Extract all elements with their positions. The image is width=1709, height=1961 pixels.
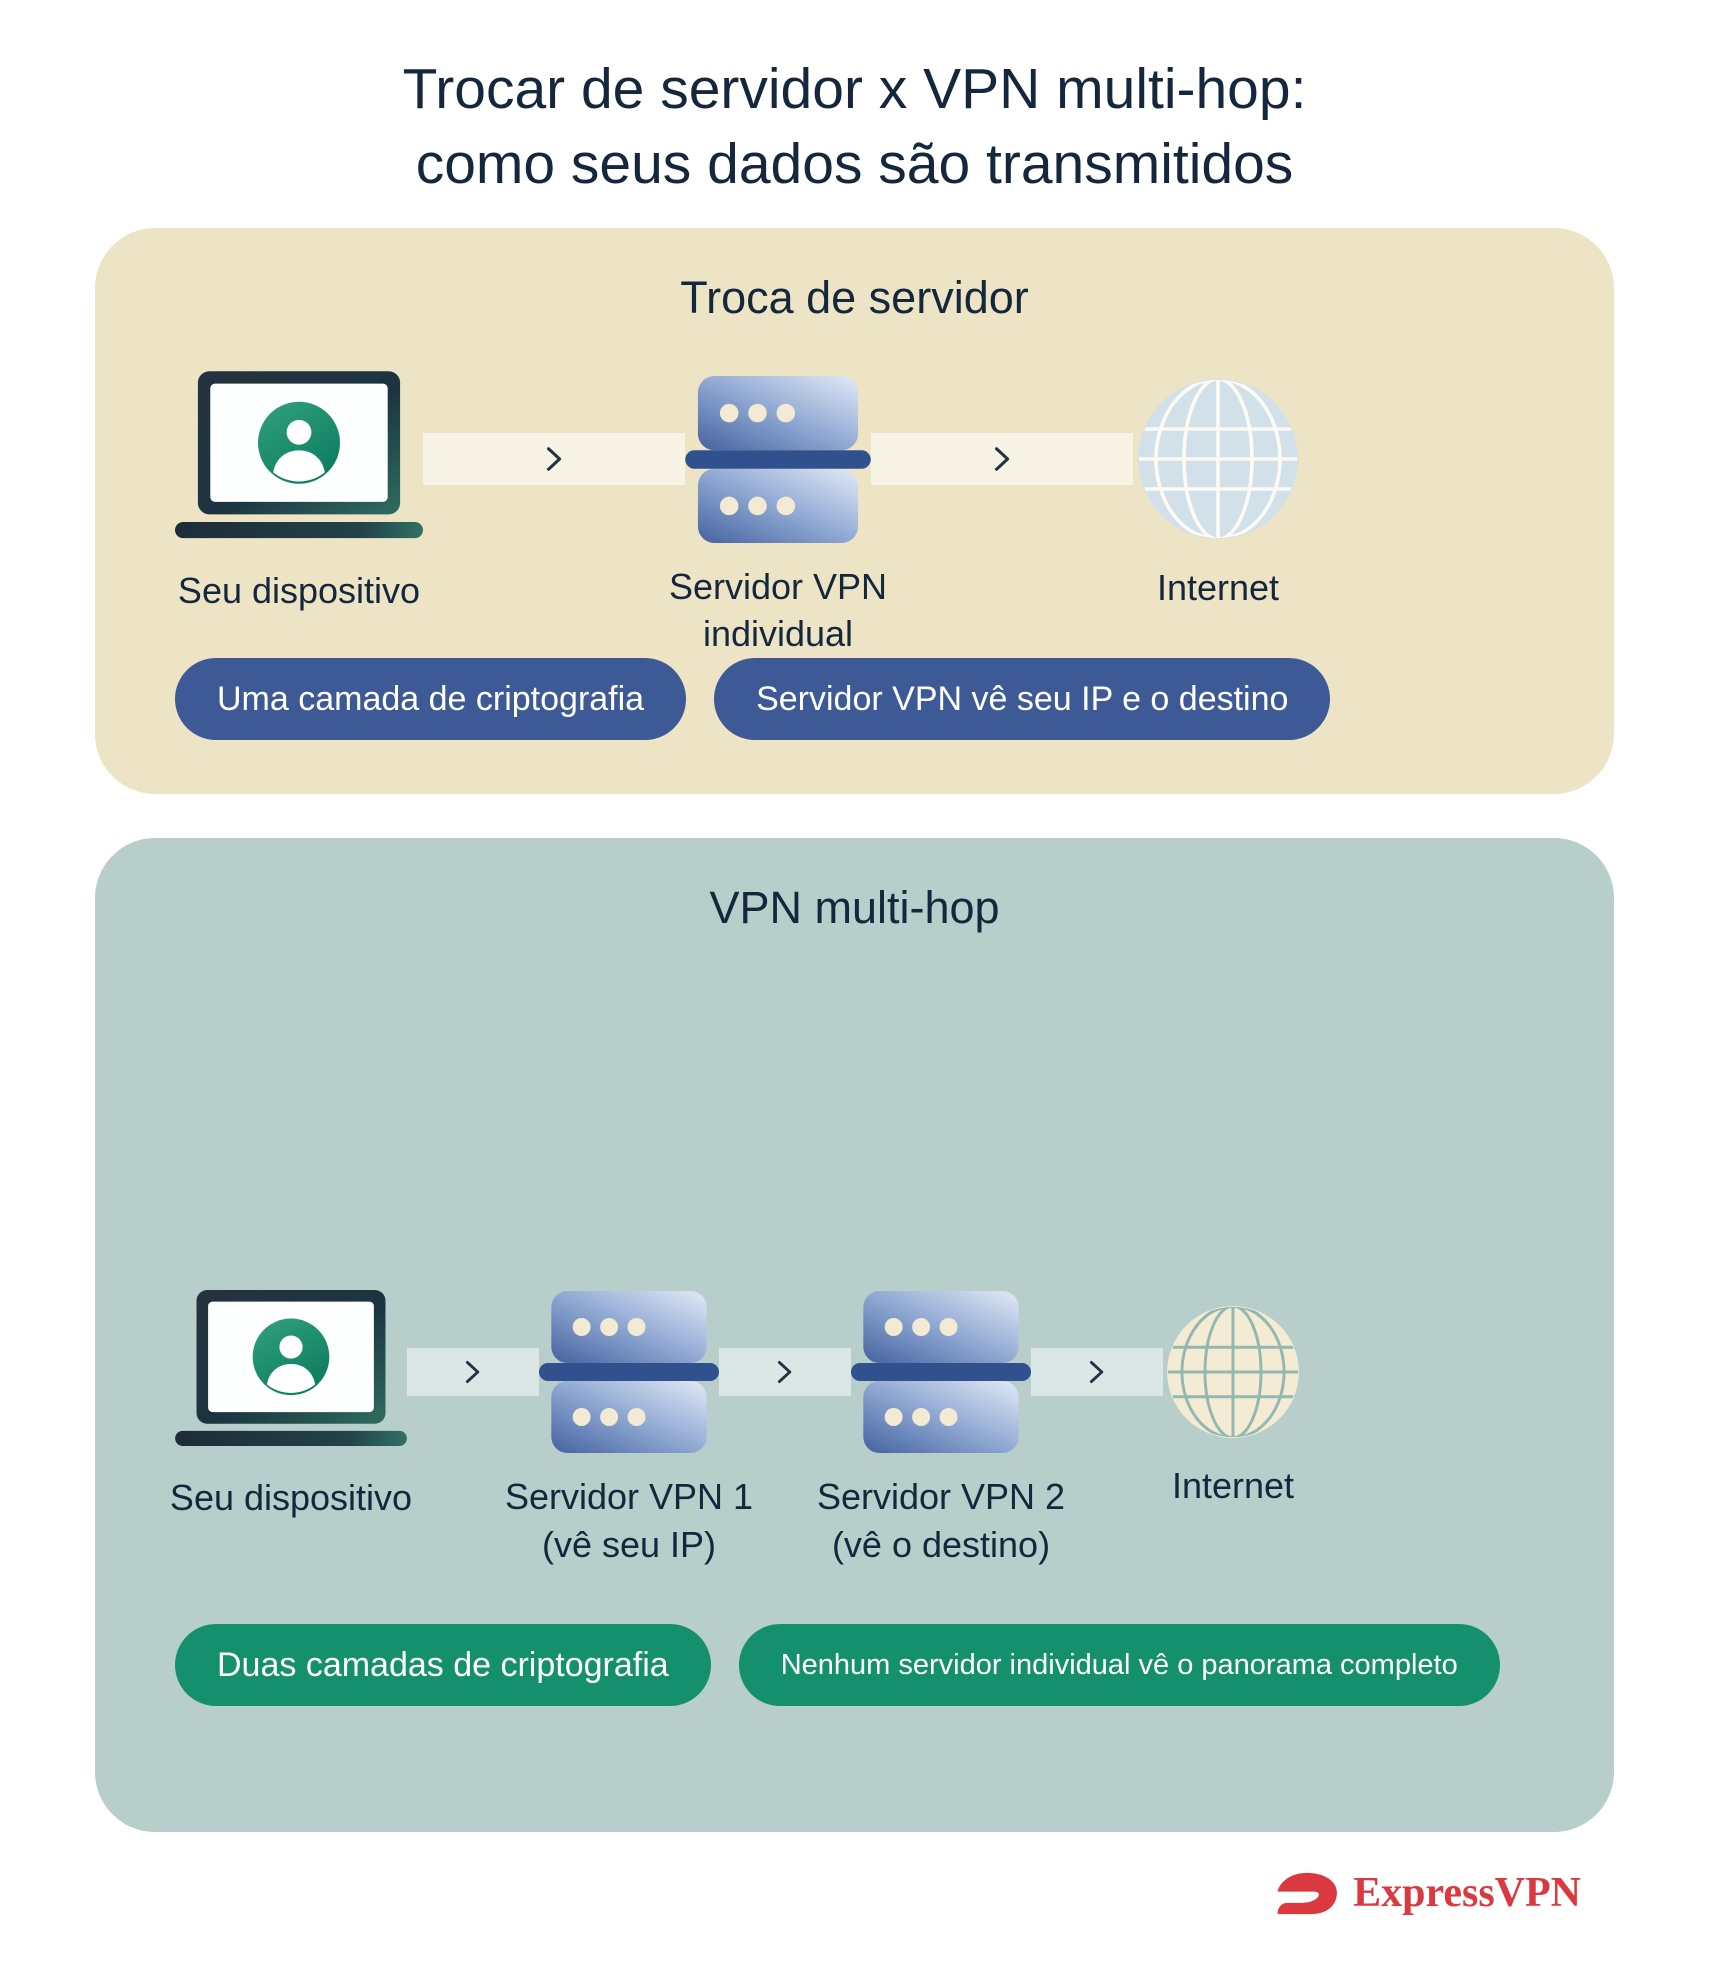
arrow-connector [871,433,1133,486]
arrow-connector [423,433,685,486]
device-label: Seu dispositivo [177,570,421,612]
laptop-icon [175,1290,407,1447]
brand-logo: ExpressVPN [1276,1869,1581,1917]
arrow-right-icon [777,1361,792,1384]
page-title: Trocar de servidor x VPN multi-hop: como… [0,0,1709,202]
device-node: Seu dispositivo [170,1290,412,1518]
panel-multihop: VPN multi-hop Seu dispositivo [95,838,1614,1833]
vpn-server-label: Servidor VPN individual [668,565,888,655]
arrow-right-icon [1089,1361,1104,1384]
expressvpn-icon [1277,1872,1338,1914]
server-switch-pills: Uma camada de criptografia Servidor VPN … [175,658,1614,741]
vpn-server2-node: Servidor VPN 2 (vê o destino) [817,1291,1065,1565]
page-title-line2: como seus dados são transmitidos [415,132,1294,197]
panel-multihop-title: VPN multi-hop [709,882,1000,934]
server-switch-diagram: Seu dispositivo Servido [175,366,1303,654]
vpn-server-icon [685,375,871,543]
vpn-server-icon [851,1291,1031,1454]
arrow-connector [1031,1348,1163,1397]
panel-server-switch-title: Troca de servidor [680,272,1029,324]
arrow-right-icon [546,447,561,472]
page-title-line1: Trocar de servidor x VPN multi-hop: [402,57,1307,121]
vpn-server2-label: Servidor VPN 2 (vê o destino) [816,1476,1066,1565]
multihop-diagram: Seu dispositivo Servido [170,1279,1303,1565]
laptop-icon [175,371,423,539]
vpn-server1-label: Servidor VPN 1 (vê seu IP) [504,1476,754,1565]
visibility-badge: Nenhum servidor individual vê o panorama… [738,1624,1500,1707]
vpn-server1-node: Servidor VPN 1 (vê seu IP) [505,1291,753,1565]
vpn-server-icon [539,1291,719,1454]
arrow-connector [719,1348,851,1397]
vpn-server-node: Servidor VPN individual [669,375,887,654]
internet-label: Internet [1171,1465,1295,1507]
arrow-connector [407,1348,539,1397]
brand-wordmark: ExpressVPN [1353,1870,1581,1916]
device-node: Seu dispositivo [175,371,423,611]
multihop-pills: Duas camadas de criptografia Nenhum serv… [175,1624,1614,1707]
internet-label: Internet [1156,567,1280,609]
encryption-badge: Duas camadas de criptografia [175,1624,711,1707]
arrow-right-icon [994,447,1009,472]
encryption-badge: Uma camada de criptografia [175,658,687,741]
panel-server-switch: Troca de servidor Seu dispositivo [95,228,1614,795]
visibility-badge: Servidor VPN vê seu IP e o destino [714,658,1331,741]
arrow-right-icon [465,1361,480,1384]
internet-node: Internet [1163,1302,1303,1506]
internet-globe-icon [1167,1306,1299,1439]
internet-node: Internet [1133,374,1303,608]
internet-globe-icon [1138,379,1298,540]
device-label: Seu dispositivo [169,1477,413,1519]
